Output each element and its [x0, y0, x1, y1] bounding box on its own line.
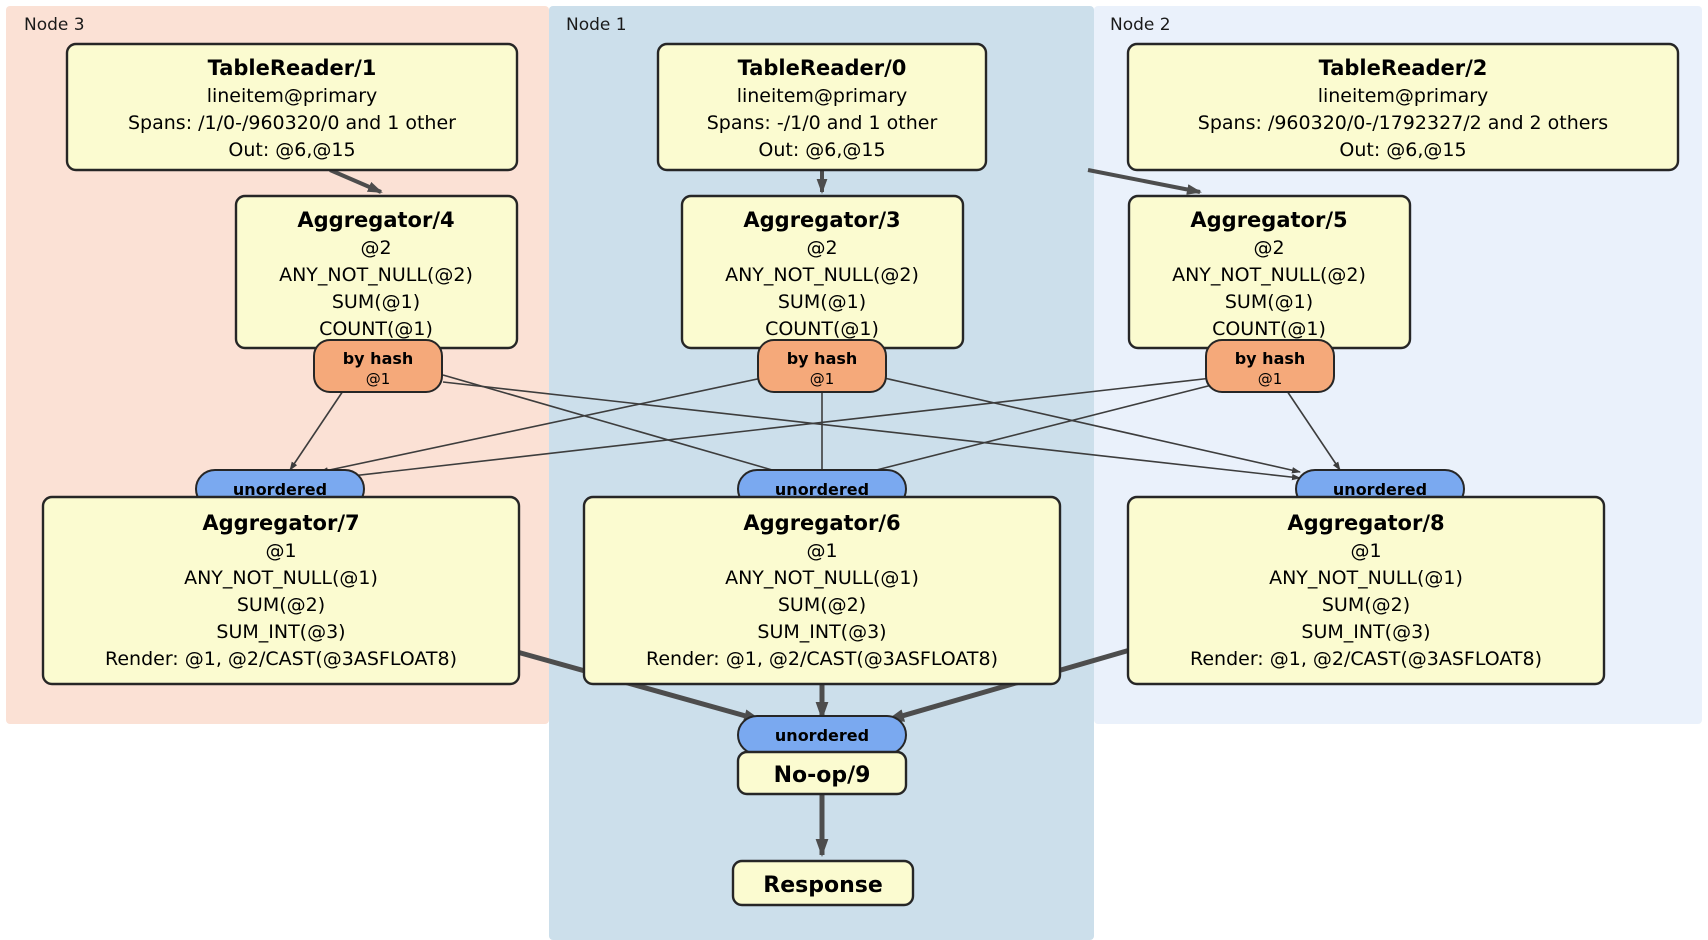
aggregator6-line-1: ANY_NOT_NULL(@1): [725, 567, 919, 589]
aggregator7-line-0: @1: [265, 540, 296, 562]
aggregator6-line-0: @1: [806, 540, 837, 562]
edge-hashright-to-unordered-left: [324, 377, 1213, 482]
edge-hashcenter-to-unordered-left: [319, 377, 763, 474]
aggregator8-line-3: SUM_INT(@3): [1301, 621, 1430, 643]
synchronizer-unordered-left-label: unordered: [233, 480, 327, 499]
processor-aggregator3[interactable]: Aggregator/3 @2 ANY_NOT_NULL(@2) SUM(@1)…: [680, 194, 965, 350]
aggregator8-title: Aggregator/8: [1287, 511, 1444, 535]
aggregator5-line-2: SUM(@1): [1225, 291, 1313, 313]
tablereader2-line-2: Out: @6,@15: [1339, 139, 1466, 161]
aggregator6-line-3: SUM_INT(@3): [757, 621, 886, 643]
processor-tablereader2[interactable]: TableReader/2 lineitem@primary Spans: /9…: [1126, 42, 1680, 172]
tablereader1-line-2: Out: @6,@15: [228, 139, 355, 161]
aggregator8-line-2: SUM(@2): [1322, 594, 1410, 616]
panel-node1-label: Node 1: [566, 15, 627, 35]
aggregator6-title: Aggregator/6: [743, 511, 900, 535]
tablereader0-line-2: Out: @6,@15: [758, 139, 885, 161]
router-byhash-center-sub: @1: [810, 370, 835, 388]
edge-hashright-to-unordered-right: [1284, 387, 1341, 471]
processor-response[interactable]: Response: [731, 859, 915, 907]
edge-tablereader2-to-aggregator5: [1087, 168, 1202, 195]
router-byhash-right-sub: @1: [1258, 370, 1283, 388]
aggregator4-line-3: COUNT(@1): [319, 318, 433, 340]
aggregator3-line-2: SUM(@1): [778, 291, 866, 313]
aggregator3-line-1: ANY_NOT_NULL(@2): [725, 264, 919, 286]
aggregator5-line-0: @2: [1253, 237, 1284, 259]
aggregator3-title: Aggregator/3: [743, 208, 900, 232]
router-byhash-left-label: by hash: [343, 349, 414, 368]
synchronizer-unordered-right-label: unordered: [1333, 480, 1427, 499]
aggregator8-line-0: @1: [1350, 540, 1381, 562]
aggregator8-line-1: ANY_NOT_NULL(@1): [1269, 567, 1463, 589]
aggregator7-line-2: SUM(@2): [237, 594, 325, 616]
tablereader0-title: TableReader/0: [738, 56, 907, 80]
processor-aggregator5[interactable]: Aggregator/5 @2 ANY_NOT_NULL(@2) SUM(@1)…: [1127, 194, 1412, 350]
aggregator6-line-4: Render: @1, @2/CAST(@3ASFLOAT8): [646, 648, 998, 670]
edge-tablereader1-to-aggregator4: [329, 168, 383, 194]
router-byhash-left[interactable]: by hash @1: [313, 339, 443, 393]
tablereader2-line-0: lineitem@primary: [1318, 85, 1489, 107]
response-title: Response: [763, 873, 883, 898]
synchronizer-unordered-final[interactable]: unordered: [737, 715, 907, 755]
aggregator5-line-3: COUNT(@1): [1212, 318, 1326, 340]
synchronizer-unordered-center-label: unordered: [775, 480, 869, 499]
tablereader1-line-0: lineitem@primary: [207, 85, 378, 107]
processor-aggregator4[interactable]: Aggregator/4 @2 ANY_NOT_NULL(@2) SUM(@1)…: [234, 194, 519, 350]
edge-hashleft-to-unordered-right: [442, 381, 1301, 481]
tablereader1-title: TableReader/1: [208, 56, 377, 80]
aggregator4-line-1: ANY_NOT_NULL(@2): [279, 264, 473, 286]
panel-node3-label: Node 3: [24, 15, 85, 35]
aggregator4-line-2: SUM(@1): [332, 291, 420, 313]
aggregator3-line-0: @2: [806, 237, 837, 259]
processor-tablereader1[interactable]: TableReader/1 lineitem@primary Spans: /1…: [65, 42, 519, 172]
edge-hashleft-to-unordered-center: [442, 374, 801, 479]
router-byhash-center-label: by hash: [787, 349, 858, 368]
aggregator5-line-1: ANY_NOT_NULL(@2): [1172, 264, 1366, 286]
aggregator7-title: Aggregator/7: [202, 511, 359, 535]
tablereader0-line-0: lineitem@primary: [737, 85, 908, 107]
synchronizer-unordered-final-label: unordered: [775, 726, 869, 745]
tablereader2-line-1: Spans: /960320/0-/1792327/2 and 2 others: [1198, 112, 1608, 134]
router-byhash-center[interactable]: by hash @1: [757, 339, 887, 393]
aggregator7-line-1: ANY_NOT_NULL(@1): [184, 567, 378, 589]
processor-aggregator7[interactable]: Aggregator/7 @1 ANY_NOT_NULL(@1) SUM(@2)…: [41, 495, 521, 686]
aggregator7-line-3: SUM_INT(@3): [216, 621, 345, 643]
tablereader0-line-1: Spans: -/1/0 and 1 other: [707, 112, 938, 134]
router-byhash-left-sub: @1: [366, 370, 391, 388]
edge-hashright-to-unordered-center: [844, 384, 1213, 480]
aggregator6-line-2: SUM(@2): [778, 594, 866, 616]
router-byhash-right[interactable]: by hash @1: [1205, 339, 1335, 393]
edge-hashcenter-to-unordered-right: [883, 377, 1301, 474]
tablereader1-line-1: Spans: /1/0-/960320/0 and 1 other: [128, 112, 456, 134]
panel-node2-label: Node 2: [1110, 15, 1171, 35]
aggregator4-line-0: @2: [360, 237, 391, 259]
processor-noop9[interactable]: No-op/9: [736, 750, 908, 796]
aggregator3-line-3: COUNT(@1): [765, 318, 879, 340]
aggregator5-title: Aggregator/5: [1190, 208, 1347, 232]
aggregator8-line-4: Render: @1, @2/CAST(@3ASFLOAT8): [1190, 648, 1542, 670]
processor-aggregator6[interactable]: Aggregator/6 @1 ANY_NOT_NULL(@1) SUM(@2)…: [582, 495, 1062, 686]
processor-tablereader0[interactable]: TableReader/0 lineitem@primary Spans: -/…: [656, 42, 988, 172]
aggregator7-line-4: Render: @1, @2/CAST(@3ASFLOAT8): [105, 648, 457, 670]
processor-aggregator8[interactable]: Aggregator/8 @1 ANY_NOT_NULL(@1) SUM(@2)…: [1126, 495, 1606, 686]
aggregator4-title: Aggregator/4: [297, 208, 454, 232]
tablereader2-title: TableReader/2: [1319, 56, 1488, 80]
router-byhash-right-label: by hash: [1235, 349, 1306, 368]
edge-hashleft-to-unordered-left: [289, 387, 346, 471]
noop9-title: No-op/9: [774, 763, 871, 788]
